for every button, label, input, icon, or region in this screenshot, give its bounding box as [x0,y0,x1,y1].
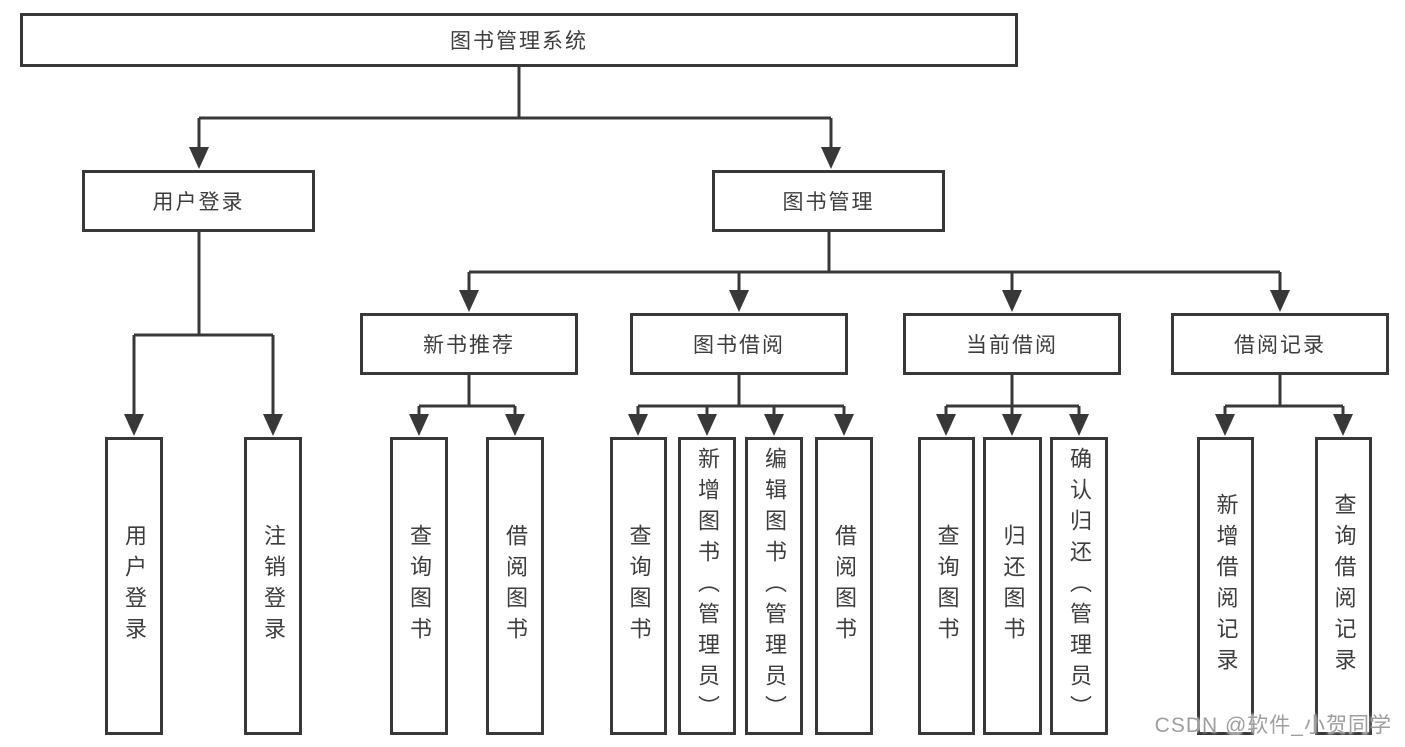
leaf-borrow-borrow-book: 借阅图书 [815,437,873,735]
leaf-newbook-borrow-book-label: 借阅图书 [503,524,528,648]
leaf-add-borrow-record-label: 新增借阅记录 [1213,493,1239,679]
leaf-confirm-return-admin-label: 确认归还（管理员） [1067,446,1092,726]
leaf-user-login-label: 用户登录 [122,524,147,648]
connector-root-level2 [197,67,833,151]
leaf-logout: 注销登录 [244,437,302,735]
csdn-watermark: CSDN @软件_小贺同学 [1154,714,1392,737]
arrowheads-newbook [409,414,525,436]
leaf-return-book: 归还图书 [983,437,1042,735]
node-book-borrow-label: 图书借阅 [693,334,785,357]
leaf-current-query-book-label: 查询图书 [934,524,960,648]
node-root: 图书管理系统 [20,13,1018,67]
connector-newbook-leaves [417,375,517,418]
node-current-borrow-label: 当前借阅 [966,334,1058,357]
leaf-user-login: 用户登录 [105,437,163,735]
connector-userlogin-leaves [132,232,275,418]
node-user-login: 用户登录 [82,170,315,232]
leaf-newbook-query-book: 查询图书 [390,437,448,735]
leaf-query-borrow-record-label: 查询借阅记录 [1331,493,1357,679]
connector-bookmgmt-level3 [467,232,1282,294]
leaf-add-borrow-record: 新增借阅记录 [1197,437,1254,735]
arrowheads-bookborrow [628,414,854,436]
arrowheads-userlogin [124,414,283,436]
arrowheads-borrowrecords [1215,414,1353,436]
node-root-label: 图书管理系统 [450,30,588,53]
node-book-borrow: 图书借阅 [630,313,848,375]
node-new-book-recommend-label: 新书推荐 [423,334,515,357]
node-book-management: 图书管理 [712,170,945,232]
leaf-logout-label: 注销登录 [261,524,286,648]
leaf-add-book-admin: 新增图书（管理员） [678,437,736,735]
arrowheads-currentborrow [936,414,1089,436]
arrowheads-level3 [459,290,1290,312]
leaf-edit-book-admin: 编辑图书（管理员） [745,437,803,735]
node-book-management-label: 图书管理 [782,191,875,214]
connector-currentborrow-leaves [944,375,1081,418]
arrowheads-level2 [189,147,841,169]
connector-borrowrecords-leaves [1223,375,1345,418]
leaf-query-borrow-record: 查询借阅记录 [1315,437,1372,735]
leaf-borrow-borrow-book-label: 借阅图书 [832,524,857,648]
leaf-borrow-query-book-label: 查询图书 [626,524,652,648]
leaf-edit-book-admin-label: 编辑图书（管理员） [762,446,787,726]
leaf-confirm-return-admin: 确认归还（管理员） [1050,437,1108,735]
leaf-add-book-admin-label: 新增图书（管理员） [695,446,720,726]
node-borrow-records: 借阅记录 [1171,313,1389,375]
node-new-book-recommend: 新书推荐 [360,313,578,375]
connector-bookborrow-leaves [636,375,846,418]
leaf-borrow-query-book: 查询图书 [610,437,667,735]
leaf-current-query-book: 查询图书 [918,437,975,735]
node-user-login-label: 用户登录 [152,191,245,214]
leaf-newbook-borrow-book: 借阅图书 [486,437,544,735]
leaf-newbook-query-book-label: 查询图书 [407,524,432,648]
node-current-borrow: 当前借阅 [903,313,1121,375]
leaf-return-book-label: 归还图书 [1000,524,1026,648]
node-borrow-records-label: 借阅记录 [1234,334,1326,357]
